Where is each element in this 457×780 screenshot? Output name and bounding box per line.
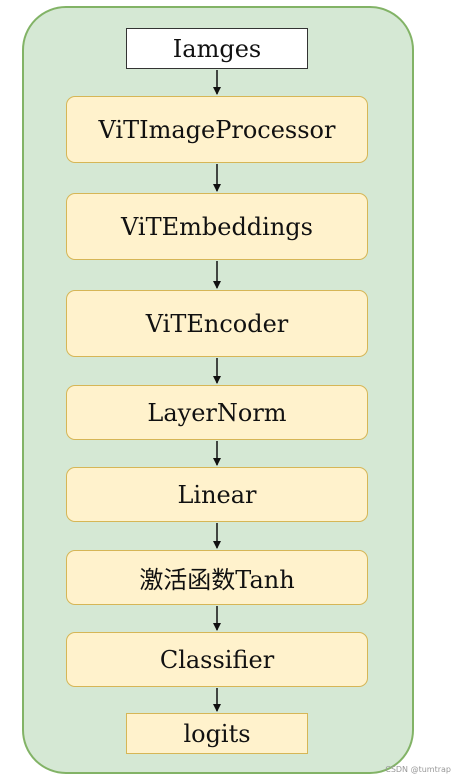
node-vit-encoder: ViTEncoder [66,290,368,357]
node-layernorm: LayerNorm [66,385,368,440]
node-linear: Linear [66,467,368,522]
node-logits: logits [126,713,308,754]
watermark: CSDN @tumtrap [385,765,451,774]
node-classifier: Classifier [66,632,368,687]
node-vit-image-processor: ViTImageProcessor [66,96,368,163]
node-images: Iamges [126,28,308,69]
node-vit-embeddings: ViTEmbeddings [66,193,368,260]
node-tanh-activation: 激活函数Tanh [66,550,368,605]
